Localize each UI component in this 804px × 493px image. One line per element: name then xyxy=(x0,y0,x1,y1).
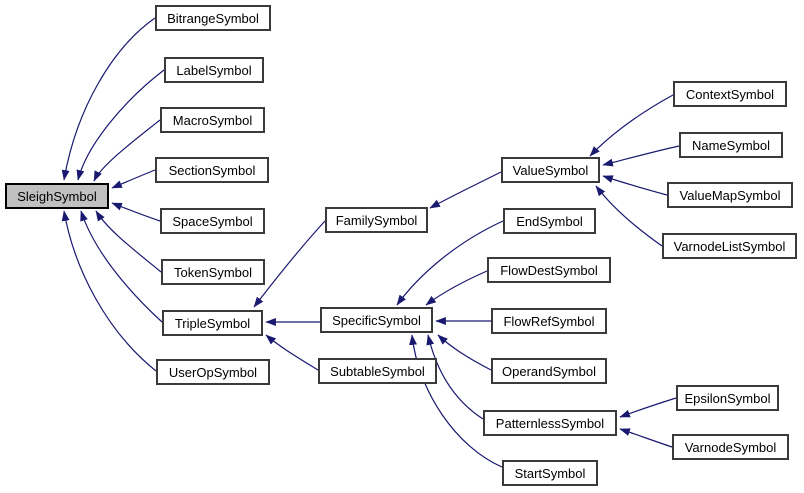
edge-labelsymbol-sleighsymbol xyxy=(76,69,165,181)
node-macrosymbol[interactable]: MacroSymbol xyxy=(160,107,265,133)
node-varnodesymbol[interactable]: VarnodeSymbol xyxy=(672,434,789,460)
node-sleighsymbol: SleighSymbol xyxy=(5,183,109,209)
node-valuesymbol[interactable]: ValueSymbol xyxy=(501,157,600,183)
edge-sectionsymbol-sleighsymbol xyxy=(111,169,156,189)
edge-namesymbol-valuesymbol xyxy=(602,145,680,167)
node-patternlesssymbol[interactable]: PatternlessSymbol xyxy=(483,410,617,436)
edge-operandsymbol-specificsymbol xyxy=(437,334,492,371)
node-labelsymbol[interactable]: LabelSymbol xyxy=(164,57,264,83)
node-familysymbol[interactable]: FamilySymbol xyxy=(325,207,428,233)
edge-patternlesssymbol-specificsymbol xyxy=(426,334,484,420)
node-triplesymbol[interactable]: TripleSymbol xyxy=(162,310,263,336)
edge-spacesymbol-sleighsymbol xyxy=(111,202,161,222)
node-contextsymbol[interactable]: ContextSymbol xyxy=(673,81,787,107)
node-varnodelistsymbol[interactable]: VarnodeListSymbol xyxy=(662,233,797,259)
node-startsymbol[interactable]: StartSymbol xyxy=(502,460,598,486)
node-valuemapsymbol[interactable]: ValueMapSymbol xyxy=(667,182,793,208)
edge-epsilonsymbol-patternlesssymbol xyxy=(619,397,677,418)
edge-flowdestsymbol-specificsymbol xyxy=(425,270,488,306)
edge-familysymbol-triplesymbol xyxy=(253,220,326,308)
edge-varnodelistsymbol-valuesymbol xyxy=(595,185,663,247)
edge-endsymbol-specificsymbol xyxy=(396,220,504,306)
node-sectionsymbol[interactable]: SectionSymbol xyxy=(155,157,269,183)
edge-tokensymbol-sleighsymbol xyxy=(95,210,162,273)
node-flowrefsymbol[interactable]: FlowRefSymbol xyxy=(491,308,607,334)
edge-useropsymbol-sleighsymbol xyxy=(61,210,157,372)
edge-bitrangesymbol-sleighsymbol xyxy=(61,17,156,181)
node-bitrangesymbol[interactable]: BitrangeSymbol xyxy=(155,5,271,31)
edge-macrosymbol-sleighsymbol xyxy=(93,119,161,182)
edge-startsymbol-specificsymbol xyxy=(409,334,503,468)
node-specificsymbol[interactable]: SpecificSymbol xyxy=(320,307,433,333)
node-namesymbol[interactable]: NameSymbol xyxy=(679,132,783,158)
node-tokensymbol[interactable]: TokenSymbol xyxy=(161,259,265,285)
edge-contextsymbol-valuesymbol xyxy=(589,94,674,157)
node-endsymbol[interactable]: EndSymbol xyxy=(503,208,596,234)
edge-varnodesymbol-patternlesssymbol xyxy=(619,428,673,448)
node-useropsymbol[interactable]: UserOpSymbol xyxy=(156,359,270,385)
node-subtablesymbol[interactable]: SubtableSymbol xyxy=(318,358,437,384)
node-flowdestsymbol[interactable]: FlowDestSymbol xyxy=(487,257,611,283)
edge-valuesymbol-familysymbol xyxy=(429,171,502,209)
node-spacesymbol[interactable]: SpaceSymbol xyxy=(160,208,265,234)
node-operandsymbol[interactable]: OperandSymbol xyxy=(491,358,607,384)
edge-valuemapsymbol-valuesymbol xyxy=(602,175,668,196)
node-epsilonsymbol[interactable]: EpsilonSymbol xyxy=(676,385,779,411)
edge-triplesymbol-sleighsymbol xyxy=(80,210,163,323)
edge-subtablesymbol-triplesymbol xyxy=(265,334,319,371)
